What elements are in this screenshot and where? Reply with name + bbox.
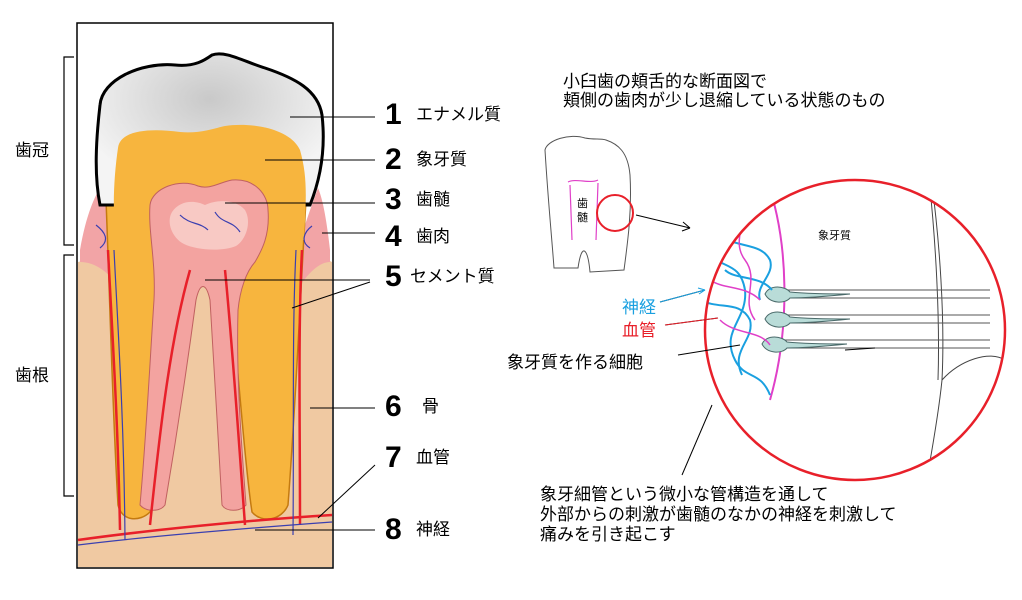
part-number-7: 7 [385, 441, 402, 474]
crown-bracket [63, 56, 74, 246]
root-label: 歯根 [15, 366, 49, 386]
blood-vessels [77, 249, 333, 542]
zoom-vessel-label: 血管 [622, 321, 656, 341]
part-number-8: 8 [385, 513, 402, 546]
note-line-2: 外部からの刺激が歯髄のなかの神経を刺激して [540, 505, 897, 525]
zoom-circle-view [703, 178, 1007, 482]
part-number-3: 3 [385, 183, 402, 216]
part-number-6: 6 [385, 390, 402, 423]
zoom-circle-border [703, 178, 1007, 482]
note-line-3: 痛みを引き起こす [540, 525, 676, 545]
part-label-bone: 骨 [422, 397, 439, 417]
part-label-vessel: 血管 [416, 448, 450, 468]
gum-right [296, 188, 330, 292]
part-label-cementum: セメント質 [410, 267, 495, 287]
nerve-lines [77, 211, 333, 546]
nerve-arrow [659, 287, 706, 303]
caption-line-2: 頬側の歯肉が少し退縮している状態のもの [563, 91, 886, 111]
part-number-1: 1 [385, 98, 402, 131]
root-bracket [63, 254, 74, 497]
part-label-enamel: エナメル質 [416, 105, 501, 125]
zoom-arrow [635, 214, 691, 229]
part-number-2: 2 [385, 143, 402, 176]
zoom-arrow-head [681, 221, 691, 232]
note-line-1: 象牙細管という微小な管構造を通して [540, 485, 829, 505]
part-number-5: 5 [385, 260, 402, 293]
zoom-nerve-label: 神経 [622, 298, 656, 318]
tooth-cross-section [76, 22, 334, 569]
part-label-nerve: 神経 [416, 520, 450, 540]
pulp-core [169, 201, 249, 250]
zoom-dentin-label: 象牙質 [818, 229, 851, 242]
small-tooth-pulp-label-2: 髄 [577, 211, 588, 224]
vessel-arrow [664, 317, 719, 326]
caption-line-1: 小臼歯の頬舌的な断面図で [563, 72, 767, 92]
pulp-chamber [139, 179, 269, 511]
crown-label: 歯冠 [15, 141, 49, 161]
zoom-marker-circle [596, 194, 634, 232]
part-label-gum: 歯肉 [416, 227, 450, 247]
part-number-4: 4 [385, 220, 402, 253]
zoom-odontoblast-label: 象牙質を作る細胞 [507, 353, 643, 373]
small-tooth-pulp-label-1: 歯 [577, 197, 588, 210]
part-label-pulp: 歯髄 [416, 190, 450, 210]
part-label-dentin: 象牙質 [416, 150, 467, 170]
leader-lines [205, 116, 376, 531]
small-tooth [544, 135, 632, 273]
